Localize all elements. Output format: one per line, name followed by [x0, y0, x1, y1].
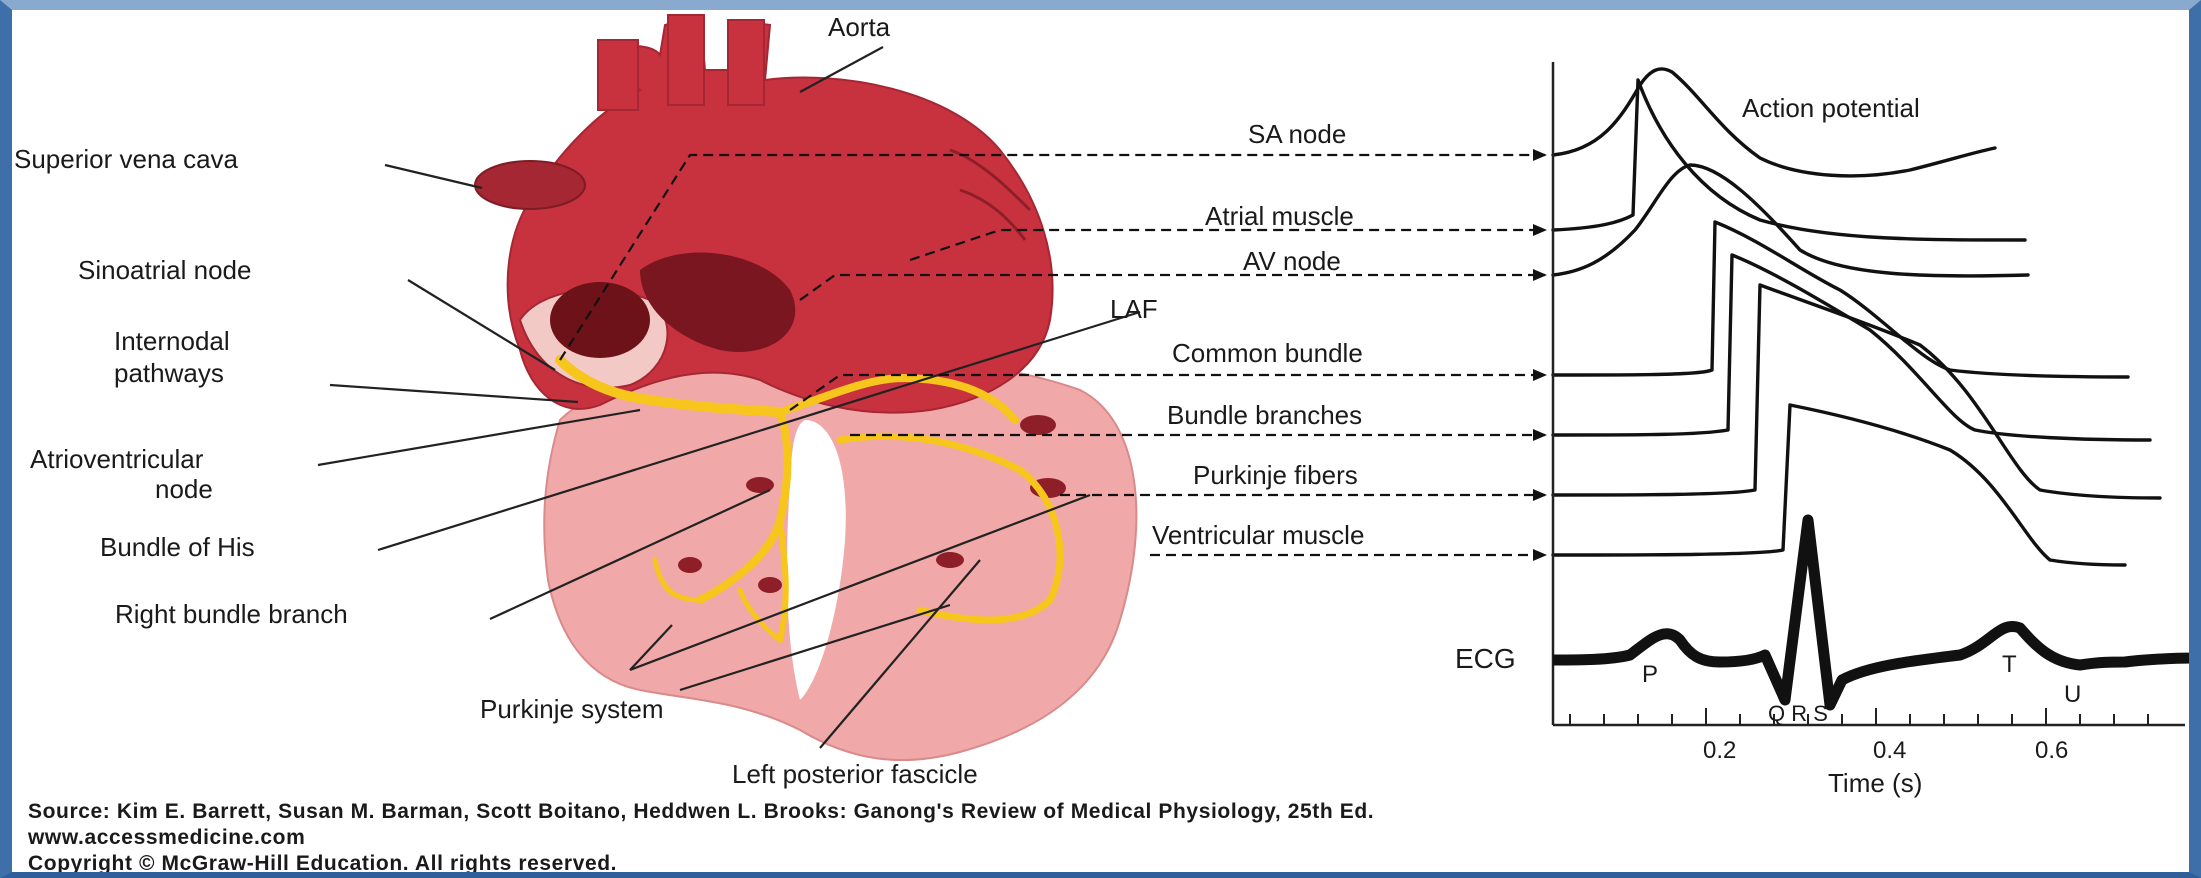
papillary-4 — [678, 557, 702, 573]
label-common-bundle: Common bundle — [1172, 338, 1363, 368]
label-sinoatrial-node: Sinoatrial node — [78, 255, 251, 285]
aortic-branch-3 — [728, 20, 764, 105]
label-sa-node: SA node — [1248, 119, 1346, 149]
ecg-qrs-label: Q R S — [1768, 701, 1828, 726]
label-av-node-1: Atrioventricular — [30, 444, 204, 474]
label-bundle-of-his: Bundle of His — [100, 532, 255, 562]
superior-vena-cava-vessel — [475, 161, 585, 209]
label-internodal-1: Internodal — [114, 326, 230, 356]
aortic-branch-1 — [598, 40, 638, 110]
tick-label-0-4: 0.4 — [1873, 737, 1906, 764]
source-citation: Source: Kim E. Barrett, Susan M. Barman,… — [28, 800, 1374, 824]
label-aorta: Aorta — [828, 12, 891, 42]
tick-label-0-6: 0.6 — [2035, 737, 2068, 764]
ecg-t-label: T — [2002, 651, 2017, 678]
label-atrial-muscle: Atrial muscle — [1205, 201, 1354, 231]
ecg-u-label: U — [2064, 681, 2081, 708]
papillary-1 — [1020, 415, 1056, 435]
copyright-notice: Copyright © McGraw-Hill Education. All r… — [28, 852, 617, 876]
aortic-branch-2 — [668, 15, 704, 105]
ecg-p-label: P — [1642, 661, 1658, 688]
label-bundle-branches: Bundle branches — [1167, 400, 1362, 430]
label-action-potential: Action potential — [1742, 93, 1920, 123]
label-laf: LAF — [1110, 294, 1158, 324]
papillary-5 — [758, 577, 782, 593]
trace-ventricular-muscle — [1553, 405, 2125, 565]
label-av-node-2: node — [155, 474, 213, 504]
ecg-label: ECG — [1455, 643, 1516, 674]
axis-ticks — [1570, 708, 2148, 725]
label-left-posterior-fascicle: Left posterior fascicle — [732, 759, 978, 789]
tick-label-0-2: 0.2 — [1703, 737, 1736, 764]
x-axis-title: Time (s) — [1828, 768, 1922, 798]
label-right-bundle-branch: Right bundle branch — [115, 599, 348, 629]
label-ventricular-muscle: Ventricular muscle — [1152, 520, 1364, 550]
trace-common-bundle — [1553, 222, 2128, 377]
heart-illustration — [475, 15, 1136, 760]
tricuspid-opening — [550, 282, 650, 358]
trace-labels: SA node Atrial muscle AV node Common bun… — [1152, 93, 1920, 550]
label-superior-vena-cava: Superior vena cava — [14, 144, 239, 174]
label-purkinje-fibers: Purkinje fibers — [1193, 460, 1358, 490]
label-purkinje-system: Purkinje system — [480, 694, 664, 724]
label-av-node: AV node — [1243, 246, 1341, 276]
trace-purkinje-fibers — [1553, 285, 2160, 498]
source-url[interactable]: www.accessmedicine.com — [28, 826, 305, 850]
ecg-panel: ECG P Q R S T U 0.2 0.4 0.6 Time (s) — [1455, 62, 2195, 798]
papillary-6 — [936, 552, 964, 568]
trace-bundle-branches — [1553, 255, 2150, 440]
action-potential-traces — [1553, 69, 2160, 565]
label-internodal-2: pathways — [114, 358, 224, 388]
